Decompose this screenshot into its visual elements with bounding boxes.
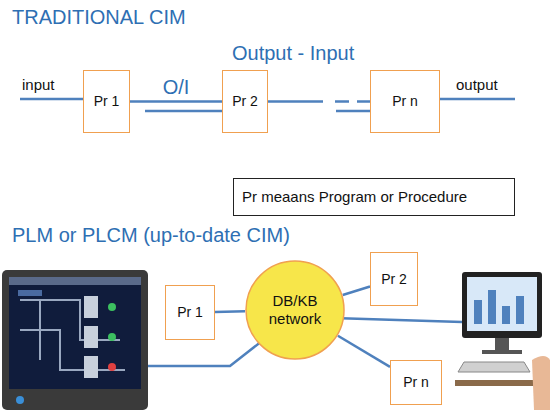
status-lamp [108,303,116,311]
parallel-line [336,110,370,113]
circle-shape [246,261,344,359]
parallel-line [145,110,222,113]
connector [130,100,222,103]
box-label: Pr meaans Program or Procedure [242,188,467,206]
chart-bar [488,290,496,324]
process-box: Pr n [370,70,440,133]
box-label: Pr 2 [232,93,258,110]
process-box: Pr 2 [222,70,268,133]
monitor-stand [495,338,509,350]
node-content: Pr n [403,374,429,391]
chart-bar [516,296,524,324]
node-content: Pr 1 [94,93,120,110]
monitor-screen [9,277,141,389]
monitor-screen [467,277,537,331]
box-label: Pr n [403,374,429,391]
process-box: Pr n [390,360,442,405]
logo [16,396,24,404]
tank [84,296,98,318]
process-box: Pr 2 [370,252,418,306]
connector [343,287,370,296]
flow-note: Output - Input [232,42,354,65]
node-content: Pr n [392,93,418,110]
tank [84,326,98,348]
output-label: output [456,76,498,93]
monitor-frame [2,270,148,410]
chart-bar [474,300,482,324]
screen-bar [9,277,141,285]
tank [84,356,98,378]
monitor-frame [462,272,542,338]
edge-label: O/I [163,76,190,99]
box-label: Pr 1 [177,304,203,321]
connector [215,310,245,313]
pipe [20,300,125,370]
node-content: Pr 1 [177,304,203,321]
status-lamp [108,333,116,341]
input-line [20,98,83,101]
connector [268,100,370,103]
process-box: Pr 1 [83,70,130,133]
node-content: DB/KB network [259,292,331,328]
workstation [455,272,550,410]
node-content: Pr meaans Program or Procedure [242,188,467,206]
computer-link [333,318,462,322]
chart-bar [502,306,510,324]
section-heading: TRADITIONAL CIM [12,6,186,29]
hmi-screen [2,270,148,410]
box-label: Pr 2 [381,271,407,288]
circle-label: DB/KB network [259,292,331,328]
note-box: Pr meaans Program or Procedure [233,178,515,216]
person-arm [532,356,550,410]
monitor-base [482,350,522,354]
connector [338,336,390,367]
box-label: Pr 1 [94,93,120,110]
screen-link [148,341,262,366]
box-label: Pr n [392,93,418,110]
process-box: Pr 1 [165,285,215,340]
screen-button [18,290,42,296]
node-content: Pr 2 [232,93,258,110]
status-lamp [108,363,116,371]
section-heading: PLM or PLCM (up-to-date CIM) [12,224,290,247]
output-line [440,98,515,101]
input-label: input [22,76,55,93]
node-content: Pr 2 [381,271,407,288]
database-circle: DB/KB network [245,260,345,360]
keyboard [458,362,530,372]
